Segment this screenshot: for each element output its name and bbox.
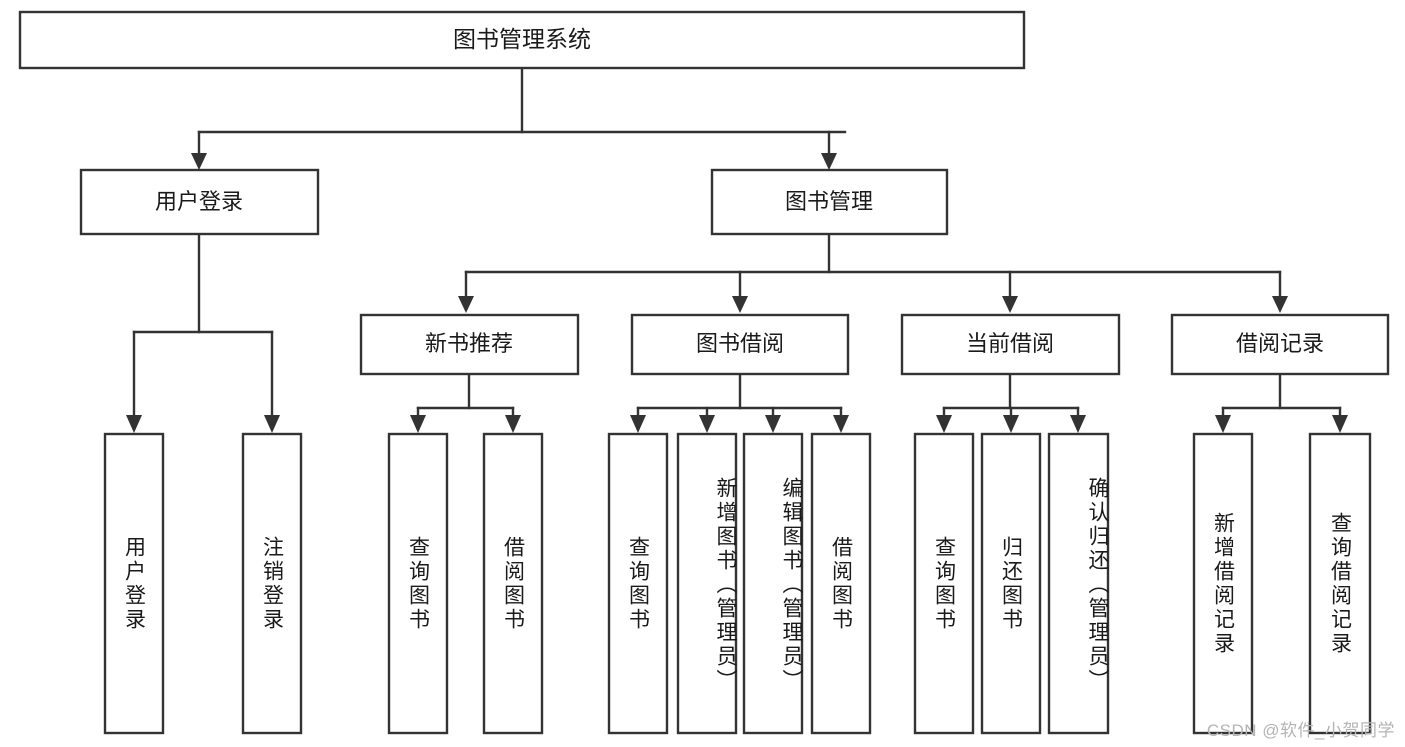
connector-root-to-level2: [191, 66, 847, 170]
node-user-login[interactable]: 用户登录: [79, 168, 320, 236]
leaf-box-query-book-3[interactable]: [913, 432, 975, 735]
node-new-book-recommend-label: 新书推荐: [425, 331, 513, 356]
connector-bookborrow-to-leaves: [630, 372, 849, 433]
node-book-management[interactable]: 图书管理: [710, 168, 949, 236]
connector-bookmgmt-to-level3: [458, 232, 1288, 313]
leaf-box-borrow-book-2[interactable]: [810, 432, 872, 735]
node-book-borrow-label: 图书借阅: [696, 331, 784, 356]
node-borrow-record-label: 借阅记录: [1236, 331, 1324, 356]
leaf-box-borrow-book-1[interactable]: [482, 432, 544, 735]
leaf-box-add-borrow-record[interactable]: [1192, 432, 1254, 735]
connector-newbook-to-leaves: [410, 372, 521, 433]
node-current-borrow[interactable]: 当前借阅: [900, 313, 1121, 376]
leaf-box-add-book-admin[interactable]: [676, 432, 738, 735]
node-current-borrow-label: 当前借阅: [966, 331, 1054, 356]
leaf-box-confirm-return-admin[interactable]: [1047, 432, 1110, 735]
connector-borrowrecord-to-leaves: [1215, 372, 1348, 433]
node-new-book-recommend[interactable]: 新书推荐: [359, 313, 580, 376]
node-book-management-label: 图书管理: [785, 189, 873, 214]
connector-currentborrow-to-leaves: [936, 372, 1086, 433]
leaf-box-query-book-1[interactable]: [387, 432, 449, 735]
connector-userlogin-to-leaves: [126, 232, 280, 433]
leaf-box-edit-book-admin[interactable]: [742, 432, 804, 735]
leaf-box-query-borrow-record[interactable]: [1308, 432, 1372, 735]
node-user-login-label: 用户登录: [155, 189, 243, 214]
leaf-box-user-login[interactable]: [103, 432, 165, 735]
node-root-label: 图书管理系统: [453, 26, 591, 52]
node-root-system[interactable]: 图书管理系统: [18, 10, 1026, 70]
leaf-box-logout-login[interactable]: [241, 432, 303, 735]
leaf-box-query-book-2[interactable]: [607, 432, 669, 735]
leaf-box-return-book[interactable]: [980, 432, 1042, 735]
node-borrow-record[interactable]: 借阅记录: [1170, 313, 1390, 376]
node-book-borrow[interactable]: 图书借阅: [630, 313, 850, 376]
csdn-watermark: CSDN @软件_小贺同学: [1206, 721, 1395, 740]
